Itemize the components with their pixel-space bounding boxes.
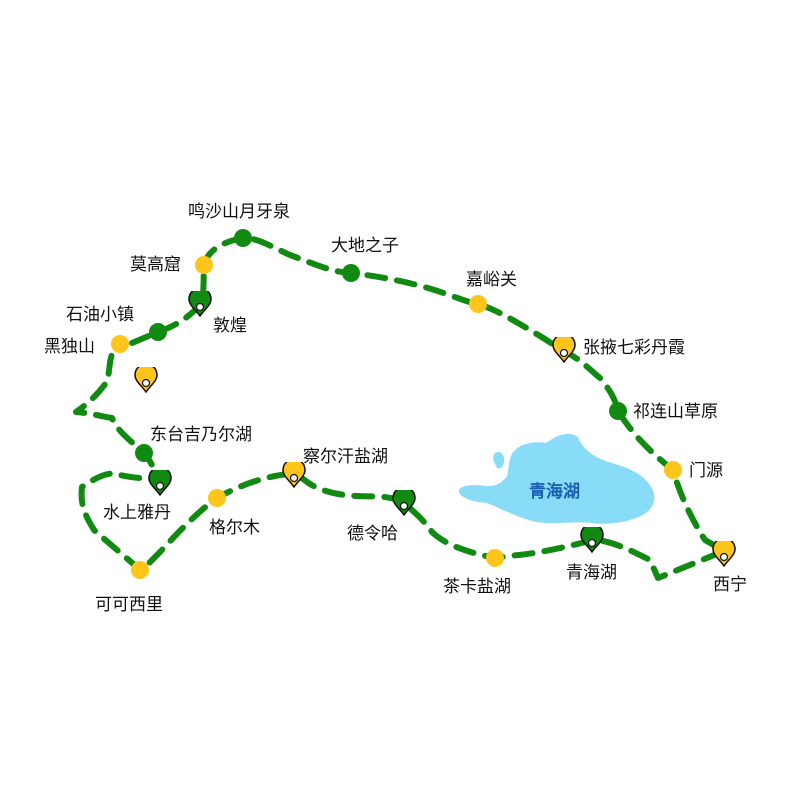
qinghai-lake: 青海湖 (458, 433, 655, 524)
lake-shape (458, 433, 655, 524)
dunhuang-pin-icon[interactable] (188, 288, 212, 317)
label-shiyou: 石油小镇 (66, 305, 134, 325)
donggai-marker-icon[interactable] (135, 444, 153, 462)
qilian-marker-icon[interactable] (609, 402, 627, 420)
heidu-marker-icon[interactable] (111, 335, 129, 353)
lake-label: 青海湖 (529, 481, 580, 502)
shuishang-pin-icon[interactable] (148, 467, 172, 496)
label-zhangye: 张掖七彩丹霞 (583, 338, 685, 358)
label-dunhuang: 敦煌 (213, 316, 247, 336)
zhangye-pin-icon[interactable] (552, 334, 576, 363)
shiyou-marker-icon[interactable] (149, 323, 167, 341)
markers (111, 229, 736, 579)
qinghaihu-pin-icon[interactable] (580, 524, 604, 553)
label-xining: 西宁 (713, 575, 747, 595)
geermu-marker-icon[interactable] (208, 489, 226, 507)
delingha-pin-icon[interactable] (392, 487, 416, 516)
label-heidu: 黑独山 (44, 337, 95, 357)
label-mingsha: 鸣沙山月牙泉 (188, 202, 290, 222)
label-delingha: 德令哈 (347, 524, 398, 544)
mogao-marker-icon[interactable] (195, 256, 213, 274)
label-geermu: 格尔木 (209, 518, 260, 538)
label-keke: 可可西里 (95, 595, 163, 615)
label-menyuan: 门源 (689, 461, 723, 481)
place-labels: 鸣沙山月牙泉 大地之子 嘉峪关 莫高窟 敦煌 石油小镇 黑独山 张掖七彩丹霞 祁… (44, 202, 747, 615)
xining-pin-icon[interactable] (712, 538, 736, 567)
menyuan-marker-icon[interactable] (664, 461, 682, 479)
label-chaka: 茶卡盐湖 (443, 577, 511, 597)
label-jiayuguan: 嘉峪关 (466, 270, 517, 290)
keke-marker-icon[interactable] (131, 561, 149, 579)
route-line (73, 235, 727, 581)
label-donggai: 东台吉乃尔湖 (150, 425, 252, 445)
dadi-marker-icon[interactable] (342, 264, 360, 282)
label-shuishang: 水上雅丹 (103, 503, 171, 523)
label-qinghaihu: 青海湖 (566, 563, 617, 583)
jiayuguan-marker-icon[interactable] (469, 295, 487, 313)
lake-inlet (493, 451, 505, 469)
label-chaerhan: 察尔汗盐湖 (303, 447, 388, 467)
label-dadi: 大地之子 (331, 236, 399, 256)
unlabeled-pin-icon[interactable] (134, 364, 158, 393)
chaka-marker-icon[interactable] (486, 549, 504, 567)
chaerhan-pin-icon[interactable] (282, 459, 306, 488)
label-qilian: 祁连山草原 (633, 402, 718, 422)
mingsha-marker-icon[interactable] (234, 229, 252, 247)
label-mogao: 莫高窟 (130, 255, 181, 275)
